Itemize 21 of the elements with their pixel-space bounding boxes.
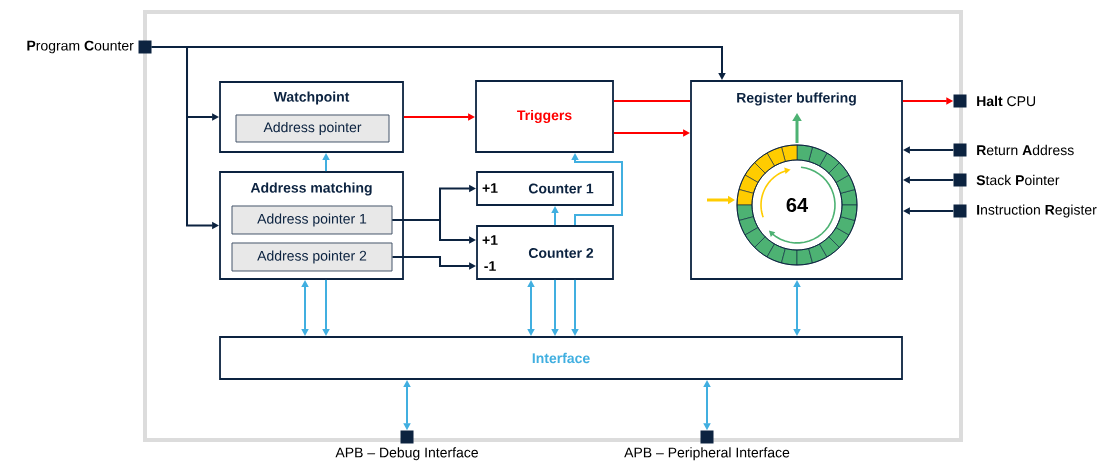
arrow xyxy=(402,113,475,121)
counter-box: +1 -1 Counter 2 xyxy=(476,225,614,280)
inner-box: Address pointer 1 xyxy=(231,205,393,235)
arrow xyxy=(571,153,623,227)
pin-label: APB – Peripheral Interface xyxy=(624,447,790,461)
pin-label: Stack Pointer xyxy=(976,174,1060,186)
pin-label: Instruction Register xyxy=(977,204,1097,218)
interface-bar: Interface xyxy=(219,336,903,380)
counter-box: +1 Counter 1 xyxy=(476,171,614,206)
pin-label: Halt CPU xyxy=(977,95,1035,107)
arrow xyxy=(391,256,476,270)
pin-label: Return Address xyxy=(977,144,1074,156)
module-box: Triggers xyxy=(475,80,614,153)
arrow xyxy=(612,129,690,137)
pin-label: Program Counter xyxy=(27,40,134,54)
arrow xyxy=(322,153,330,173)
inner-box: Address pointer xyxy=(235,114,390,143)
arrow xyxy=(391,219,476,244)
arrow xyxy=(551,206,559,227)
pin-label: APB – Debug Interface xyxy=(335,447,478,461)
inner-box: Address pointer 2 xyxy=(231,242,393,272)
